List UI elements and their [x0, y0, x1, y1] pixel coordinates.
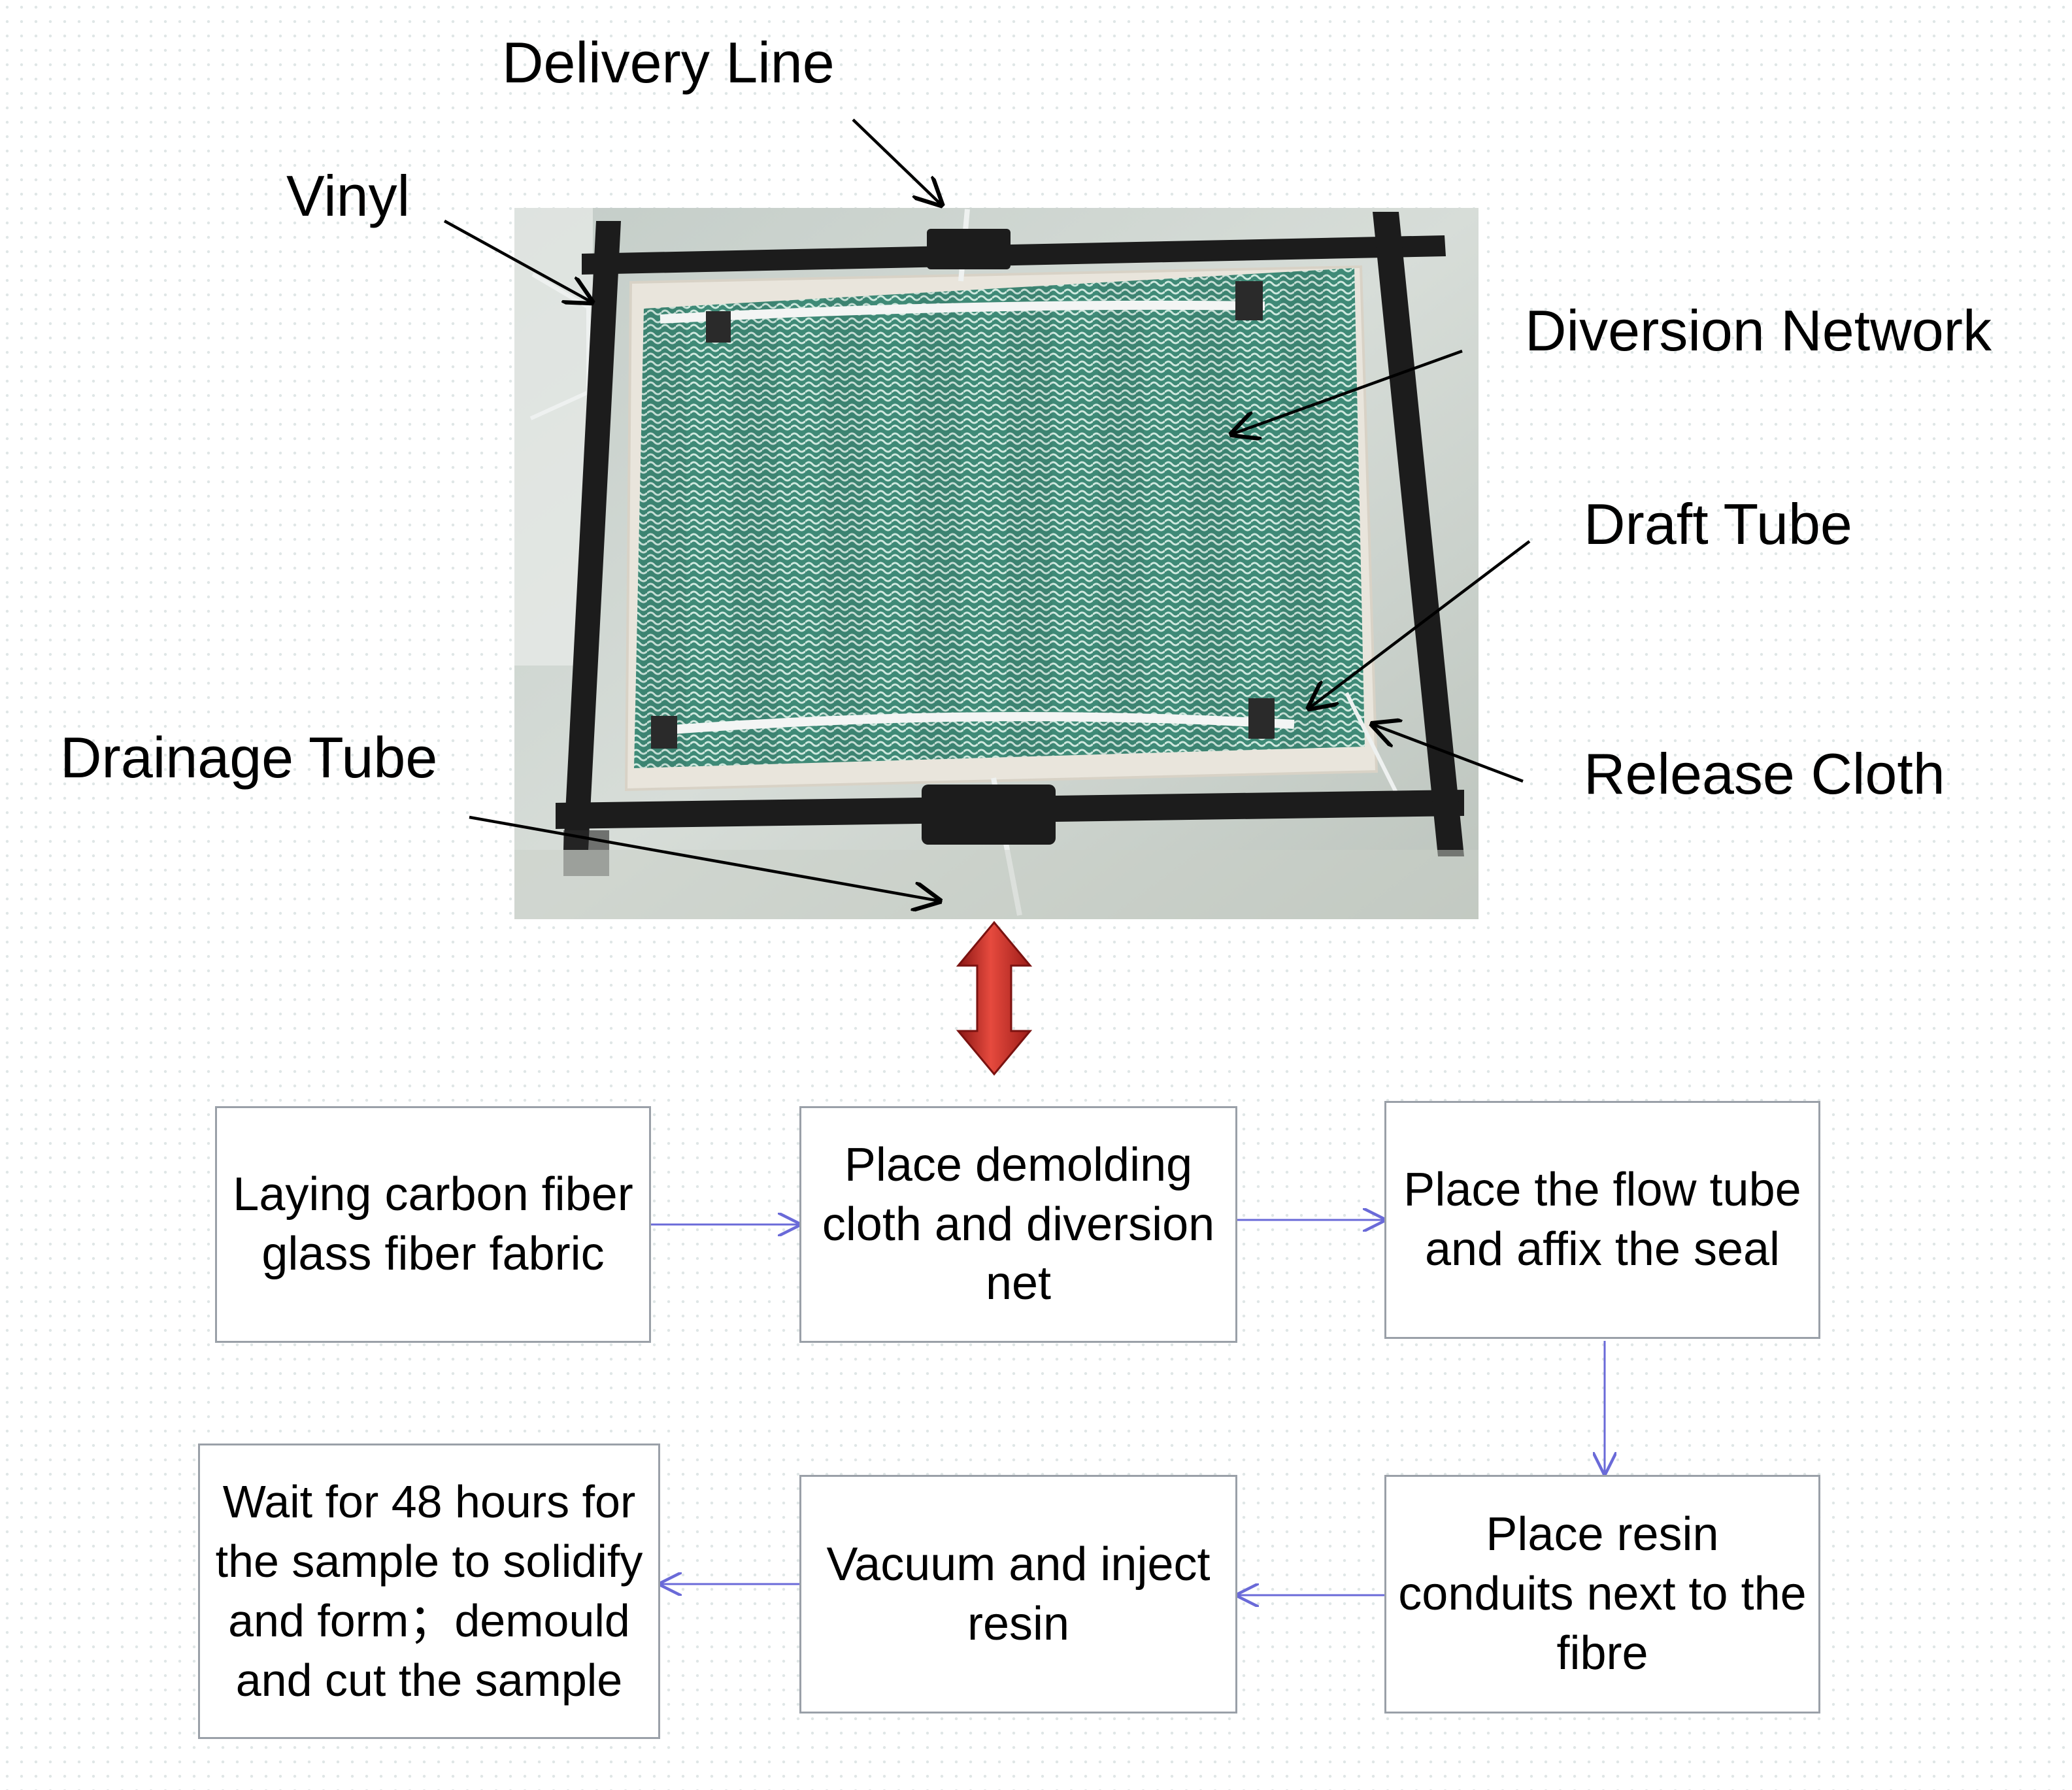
diversion-network-pointer — [1232, 349, 1463, 434]
label-vinyl: Vinyl — [286, 163, 410, 228]
step-box-5: Vacuum and inject resin — [799, 1475, 1237, 1714]
step-box-4: Place resin conduits next to the fibre — [1384, 1475, 1820, 1714]
step-text-3: Place the flow tube and affix the seal — [1403, 1164, 1801, 1275]
label-draft-tube: Draft Tube — [1584, 492, 1852, 556]
label-delivery-line: Delivery Line — [502, 30, 835, 95]
label-drainage-tube: Drainage Tube — [60, 725, 438, 790]
double-arrow-icon — [956, 920, 1033, 1076]
label-diversion-network: Diversion Network — [1525, 298, 1992, 363]
release-cloth-pointer — [1373, 724, 1524, 783]
step-text-4: Place resin conduits next to the fibre — [1398, 1508, 1807, 1680]
step-text-1: Laying carbon fiber glass fiber fabric — [233, 1168, 633, 1280]
step-box-6: Wait for 48 hours for the sample to soli… — [198, 1444, 660, 1739]
vacuum-infusion-photo — [514, 208, 1479, 919]
step-text-2: Place demolding cloth and diversion net — [822, 1138, 1215, 1310]
step-text-6: Wait for 48 hours for the sample to soli… — [215, 1476, 643, 1706]
step-box-2: Place demolding cloth and diversion net — [799, 1106, 1237, 1343]
step-text-5: Vacuum and inject resin — [826, 1538, 1211, 1650]
label-release-cloth: Release Cloth — [1584, 741, 1945, 806]
step-box-3: Place the flow tube and affix the seal — [1384, 1101, 1820, 1339]
drainage-tube-pointer — [469, 815, 939, 901]
vinyl-pointer — [443, 220, 592, 302]
delivery-line-pointer — [852, 118, 941, 205]
draft-tube-pointer — [1309, 540, 1531, 708]
step-box-1: Laying carbon fiber glass fiber fabric — [215, 1106, 651, 1343]
